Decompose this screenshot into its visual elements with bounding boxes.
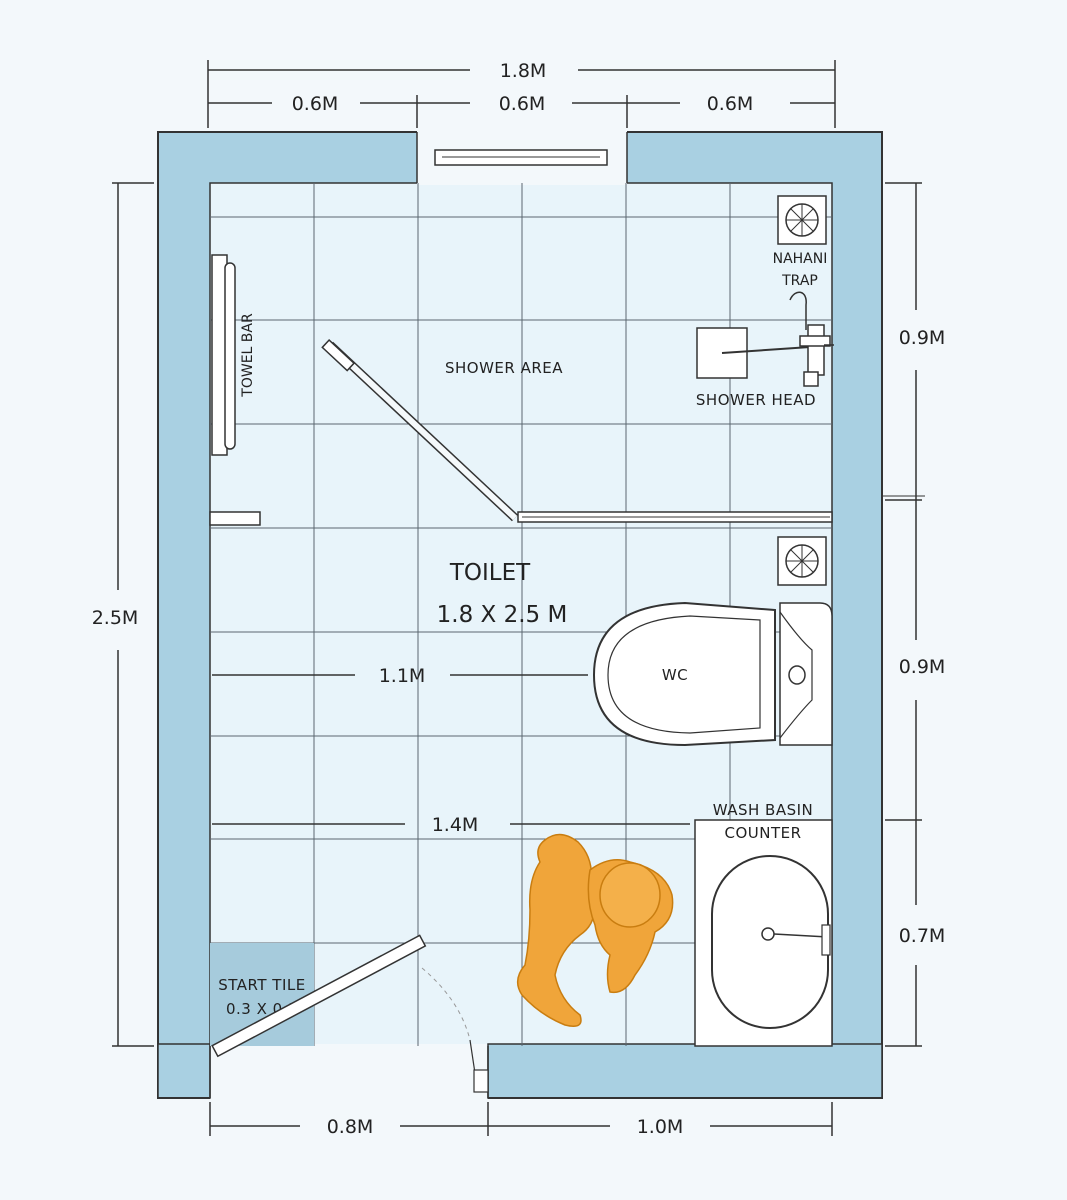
wash-basin-label: WASH BASIN [713,801,814,819]
dim-bottom-right: 1.0M [637,1116,684,1138]
person-icon [516,833,674,1027]
dim-bottom-left: 0.8M [327,1116,374,1138]
door [211,934,489,1093]
dim-right-3: 0.7M [899,925,946,947]
wc-icon [592,601,833,747]
shower-area-label: SHOWER AREA [445,359,563,377]
dim-top-right: 0.6M [707,93,754,115]
wc-label: WC [662,666,688,684]
door-opening [210,1044,488,1100]
dim-top-left: 0.6M [292,93,339,115]
dim-left-total: 2.5M [92,607,139,629]
counter-label: COUNTER [724,824,801,842]
toilet-size: 1.8 X 2.5 M [437,602,568,628]
dim-right-1: 0.9M [899,327,946,349]
dim-inner-1: 1.1M [379,665,426,687]
shower-head-icon [696,291,834,387]
shower-partition [209,339,833,526]
toilet-title: TOILET [449,560,531,586]
shower-head-label: SHOWER HEAD [696,391,816,409]
nahani-trap-icon [777,195,827,245]
dim-top-mid: 0.6M [499,93,546,115]
dim-right-2: 0.9M [899,656,946,678]
floor-trap-icon [777,536,827,586]
towel-bar-label: TOWEL BAR [240,313,256,398]
start-tile-label: START TILE [218,976,305,994]
dimension-lines [112,60,925,1136]
trap-label: TRAP [781,273,818,289]
wash-basin-icon [694,819,833,1047]
dim-inner-2: 1.4M [432,814,479,836]
nahani-label: NAHANI [773,251,828,267]
dim-top-total: 1.8M [500,60,547,82]
towel-bar [211,254,236,456]
